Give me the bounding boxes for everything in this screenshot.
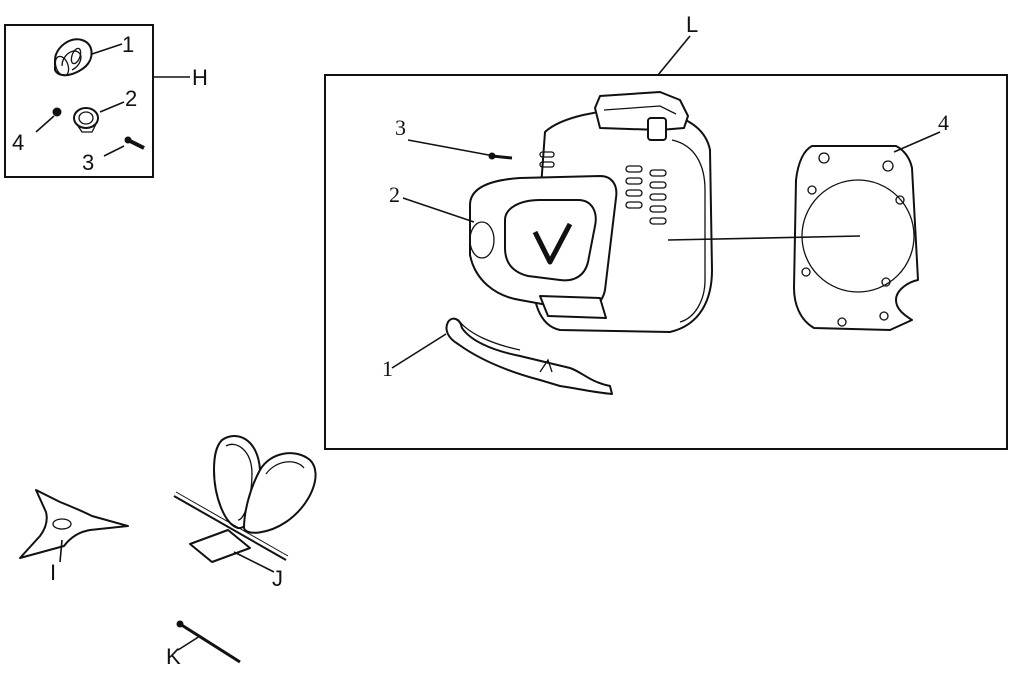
l-callout-2-leader: [402, 197, 475, 223]
part-j-leader: [233, 551, 275, 573]
l-gasket-assembly-line: [667, 235, 861, 241]
h-callout-3-leader: [103, 145, 125, 157]
l-callout-4-leader: [893, 131, 941, 153]
group-l-letter: L: [686, 12, 698, 37]
h-callout-2-leader: [99, 101, 125, 113]
h-callout-4-leader: [35, 115, 55, 133]
group-h-letter: H: [192, 65, 208, 90]
part-k-label: K: [166, 644, 181, 669]
h-callout-1-leader: [91, 43, 123, 55]
part-k-rod: K: [166, 620, 241, 669]
l-vent-slots: [539, 151, 667, 225]
l-callout-4: 4: [938, 110, 949, 135]
h-callout-1: 1: [122, 32, 134, 57]
part-i-blade: I: [19, 489, 129, 585]
h-part-3-screw: [124, 136, 145, 150]
part-j-harness: J: [173, 435, 317, 591]
h-callout-4: 4: [12, 130, 24, 155]
l-handle: [445, 317, 613, 395]
h-callout-3: 3: [82, 150, 94, 175]
group-l: L: [324, 12, 1008, 450]
l-callout-1: 1: [382, 356, 393, 381]
l-front-cover: [469, 175, 618, 319]
part-j-label: J: [272, 566, 283, 591]
l-callout-3: 3: [395, 115, 406, 140]
part-k-leader: [177, 635, 201, 651]
l-gasket-plate: [793, 145, 919, 331]
h-callout-2: 2: [125, 86, 137, 111]
group-l-frame: [324, 74, 1008, 450]
group-h: H 1 2 4 3: [4, 24, 208, 178]
group-h-frame: [4, 24, 154, 178]
h-part-2-clamp: [73, 107, 99, 133]
h-part-1-clip: [54, 38, 93, 77]
l-callout-1-leader: [391, 333, 447, 369]
l-callout-2: 2: [389, 182, 400, 207]
l-callout-3-leader: [407, 139, 495, 157]
l-screw: [488, 152, 513, 160]
part-i-leader: [59, 539, 63, 563]
part-i-label: I: [50, 560, 56, 585]
h-part-4-nut: [52, 107, 62, 117]
group-l-leader: [657, 35, 691, 76]
